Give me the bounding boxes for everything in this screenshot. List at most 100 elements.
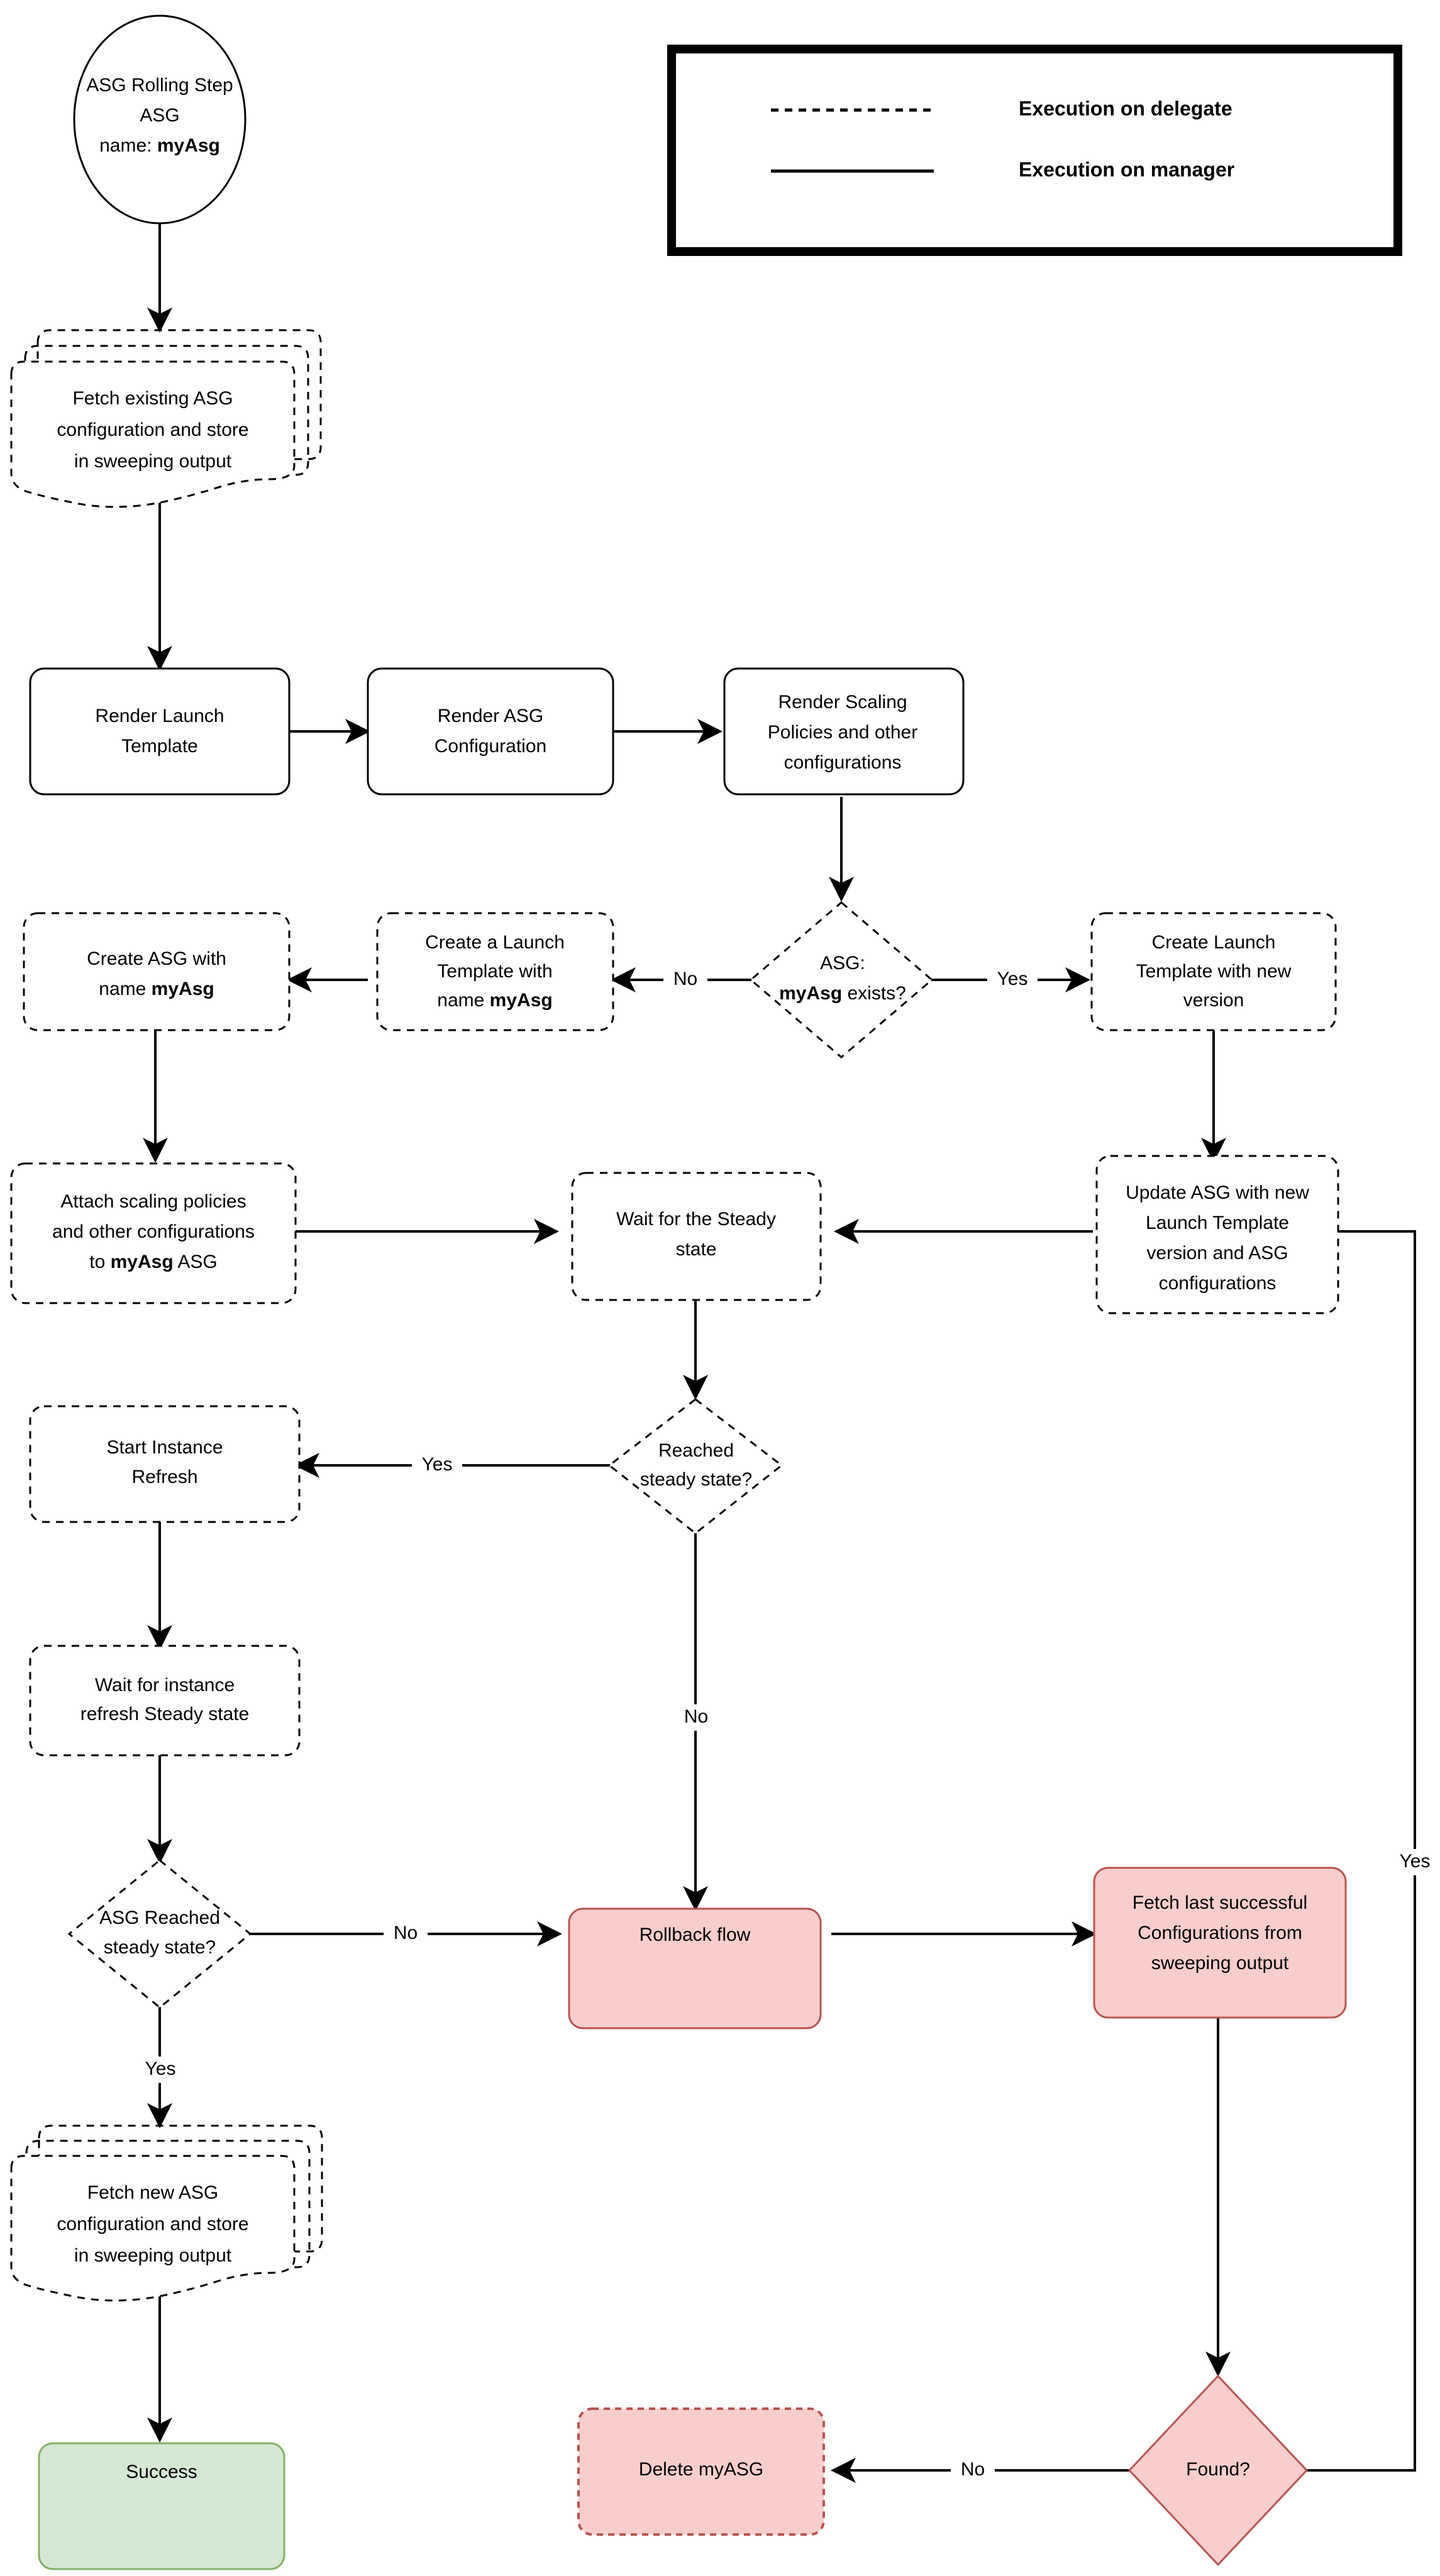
node-delete-myasg[interactable]: Delete myASG (577, 2407, 825, 2536)
fetch-new-line-3: in sweeping output (74, 2245, 232, 2266)
attach-scaling-policies-shape[interactable] (10, 1162, 297, 1304)
fetch-last-line-3: sweeping output (1151, 1953, 1289, 1974)
start-ellipse-shape[interactable] (73, 14, 246, 225)
fetch-new-line-2: configuration and store (57, 2214, 248, 2235)
success-label: Success (126, 2462, 197, 2482)
attach-line-3-suffix: ASG (174, 1252, 218, 1272)
create-lt-myasg-line-3: name myAsg (437, 990, 552, 1011)
node-create-asg-myasg[interactable]: Create ASG with name myAsg (23, 912, 291, 1031)
node-create-launch-template-new-version[interactable]: Create Launch Template with new version (1090, 912, 1337, 1031)
edge-labels-layer: No Yes Yes No No Yes No Yes (135, 967, 1440, 2483)
fetch-existing-doc-front[interactable] (10, 360, 296, 508)
edge-label-exists-no: No (673, 969, 697, 989)
attach-line-3-bold: myAsg (111, 1252, 174, 1272)
fetch-new-line-1: Fetch new ASG (87, 2182, 218, 2203)
attach-line-3-prefix: to (89, 1252, 110, 1272)
attach-line-1: Attach scaling policies (60, 1191, 246, 1212)
wait-steady-line-1: Wait for the Steady (616, 1209, 776, 1230)
create-lt-new-line-3: version (1183, 990, 1244, 1011)
create-asg-myasg-line-2-prefix: name (99, 979, 151, 999)
node-rollback-flow[interactable]: Rollback flow (568, 1907, 822, 2029)
fetch-existing-doc-back-2 (36, 329, 322, 460)
start-line-3: name: myAsg (99, 135, 220, 156)
wait-steady-line-2: state (675, 1239, 716, 1260)
create-lt-new-line-2: Template with new (1136, 961, 1292, 982)
create-asg-myasg-line-2: name myAsg (99, 979, 214, 999)
node-wait-steady-state[interactable]: Wait for the Steady state (571, 1172, 822, 1301)
render-scaling-policies-line-3: configurations (784, 752, 902, 773)
attach-line-2: and other configurations (52, 1221, 255, 1242)
node-reached-steady-state-decision[interactable]: Reached steady state? (607, 1398, 784, 1535)
create-asg-myasg-shape[interactable] (23, 912, 291, 1031)
node-start[interactable]: ASG Rolling Step ASG name: myAsg (73, 14, 246, 225)
reached-steady-line-1: Reached (658, 1440, 734, 1461)
delete-myasg-shape[interactable] (577, 2407, 825, 2536)
start-line-1: ASG Rolling Step (86, 75, 233, 96)
edge-label-found-no: No (961, 2459, 985, 2480)
fetch-last-successful-shape[interactable] (1093, 1867, 1347, 2019)
node-success[interactable]: Success (38, 2442, 285, 2570)
node-asg-reached-steady-state-decision[interactable]: ASG Reached steady state? (67, 1859, 252, 2009)
render-launch-template-line-1: Render Launch (95, 706, 224, 726)
asg-exists-line-1: ASG: (820, 953, 865, 974)
render-scaling-policies-line-1: Render Scaling (778, 692, 907, 713)
node-attach-scaling-policies[interactable]: Attach scaling policies and other config… (10, 1162, 297, 1304)
node-render-scaling-policies[interactable]: Render Scaling Policies and other config… (723, 667, 965, 796)
node-fetch-last-successful[interactable]: Fetch last successful Configurations fro… (1093, 1867, 1347, 2019)
legend-label-delegate: Execution on delegate (1019, 97, 1232, 119)
node-render-launch-template[interactable]: Render Launch Template (29, 667, 291, 796)
render-launch-template-shape[interactable] (29, 667, 291, 796)
start-instance-refresh-shape[interactable] (29, 1405, 301, 1523)
rollback-flow-shape[interactable] (568, 1907, 822, 2029)
update-asg-line-2: Launch Template (1146, 1213, 1289, 1233)
asg-exists-line-2: myAsg exists? (779, 983, 906, 1004)
wait-refresh-line-2: refresh Steady state (80, 1704, 249, 1724)
render-asg-configuration-shape[interactable] (367, 667, 614, 796)
found-diamond-shape[interactable] (1127, 2374, 1309, 2567)
wait-refresh-line-1: Wait for instance (95, 1675, 235, 1696)
create-asg-myasg-line-2-bold: myAsg (152, 979, 214, 999)
fetch-last-line-1: Fetch last successful (1133, 1892, 1307, 1913)
create-launch-template-new-version-shape[interactable] (1090, 912, 1337, 1031)
fetch-new-doc-front[interactable] (10, 2155, 296, 2302)
render-asg-configuration-line-2: Configuration (435, 736, 546, 757)
update-asg-line-1: Update ASG with new (1126, 1182, 1309, 1203)
edge-label-found-yes: Yes (1400, 1851, 1431, 1872)
attach-line-3: to myAsg ASG (89, 1252, 217, 1272)
node-render-asg-configuration[interactable]: Render ASG Configuration (367, 667, 614, 796)
node-fetch-new-asg[interactable]: Fetch new ASG configuration and store in… (10, 2124, 323, 2302)
node-update-asg[interactable]: Update ASG with new Launch Template vers… (1095, 1155, 1339, 1314)
found-label: Found? (1186, 2459, 1250, 2480)
update-asg-line-3: version and ASG (1146, 1243, 1288, 1263)
wait-instance-refresh-shape[interactable] (29, 1645, 301, 1757)
create-launch-template-myasg-shape[interactable] (376, 912, 614, 1031)
start-refresh-line-1: Start Instance (106, 1437, 223, 1458)
asg-exists-line-2-bold: myAsg (779, 983, 842, 1004)
asg-reached-steady-state-diamond-shape[interactable] (67, 1859, 252, 2009)
asg-exists-diamond-shape[interactable] (749, 901, 934, 1058)
node-create-launch-template-myasg[interactable]: Create a Launch Template with name myAsg (376, 912, 614, 1031)
node-start-instance-refresh[interactable]: Start Instance Refresh (29, 1405, 301, 1523)
render-asg-configuration-line-1: Render ASG (438, 706, 543, 726)
edge-label-reached-no: No (684, 1706, 708, 1727)
render-scaling-policies-shape[interactable] (723, 667, 965, 796)
update-asg-line-4: configurations (1159, 1273, 1277, 1294)
success-shape[interactable] (38, 2442, 285, 2570)
edge-label-asg-reached-no: No (394, 1923, 418, 1943)
wait-steady-state-shape[interactable] (571, 1172, 822, 1301)
legend-border (667, 45, 1402, 256)
node-wait-instance-refresh[interactable]: Wait for instance refresh Steady state (29, 1645, 301, 1757)
create-lt-myasg-line-1: Create a Launch (425, 932, 565, 953)
update-asg-shape[interactable] (1095, 1155, 1339, 1314)
node-fetch-existing-asg[interactable]: Fetch existing ASG configuration and sto… (10, 329, 322, 508)
node-asg-exists-decision[interactable]: ASG: myAsg exists? (749, 901, 934, 1058)
edges-layer (143, 223, 1416, 2483)
start-line-3-prefix: name: (99, 135, 157, 156)
node-found-decision[interactable]: Found? (1127, 2374, 1309, 2567)
asg-exists-line-2-suffix: exists? (842, 983, 906, 1004)
legend: Execution on delegate Execution on manag… (667, 45, 1402, 256)
reached-steady-state-diamond-shape[interactable] (607, 1398, 784, 1535)
create-lt-new-line-1: Create Launch (1152, 932, 1276, 953)
edge-label-exists-yes: Yes (997, 969, 1028, 989)
